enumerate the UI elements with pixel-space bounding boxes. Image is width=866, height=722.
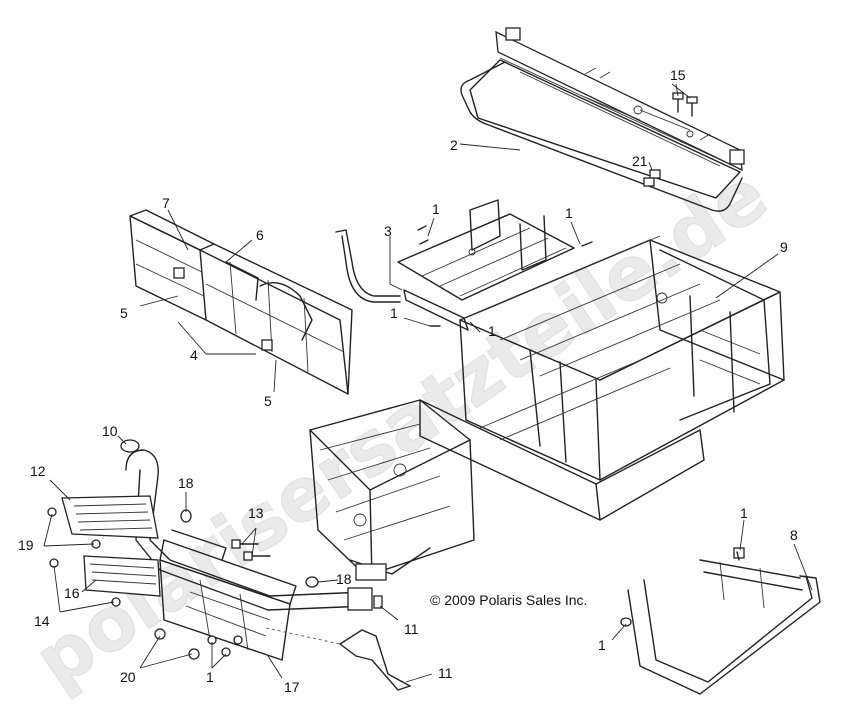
grille-insert-14 (83, 555, 161, 597)
front-subframe (309, 399, 475, 581)
front-bulkhead (129, 209, 353, 395)
callout-5-b: 5 (264, 393, 272, 409)
copyright-text: © 2009 Polaris Sales Inc. (430, 592, 587, 608)
callout-15: 15 (670, 67, 686, 83)
callout-1-g: 1 (598, 637, 606, 653)
callout-7: 7 (162, 195, 170, 211)
bolt-15 (672, 92, 698, 117)
callout-3: 3 (384, 223, 392, 239)
nut-21 (643, 169, 661, 187)
callout-14: 16 (64, 585, 80, 601)
seat-base-frame (335, 199, 575, 331)
callout-18-b: 18 (336, 571, 352, 587)
callout-1-e: 1 (206, 669, 214, 685)
callout-8: 8 (790, 527, 798, 543)
cargo-box-frame (460, 27, 745, 212)
fastener-group (47, 225, 740, 660)
callout-1-b: 1 (565, 205, 573, 221)
leader-lines (43, 83, 813, 683)
callout-18-a: 18 (178, 475, 194, 491)
callout-5-a: 5 (120, 305, 128, 321)
watermark-text: polarisersatzteile.de (20, 152, 783, 705)
callout-2: 2 (450, 137, 458, 153)
callout-6: 6 (256, 227, 264, 243)
callout-13: 14 (34, 613, 50, 629)
skid-plate (265, 627, 411, 691)
main-chassis-frame (419, 235, 785, 521)
callout-19: 19 (18, 537, 34, 553)
callout-16: 11 (438, 665, 453, 681)
callout-21: 21 (632, 153, 648, 169)
callout-11-a: 10 (102, 423, 118, 439)
callout-10: 13 (248, 505, 264, 521)
callout-11-b: 11 (404, 621, 419, 637)
callout-1-d: 1 (488, 323, 496, 339)
callout-1-a: 1 (432, 201, 440, 217)
callout-4: 4 (190, 347, 198, 363)
callout-17: 17 (284, 679, 300, 695)
callout-1-f: 1 (740, 505, 748, 521)
callout-20: 20 (120, 669, 136, 685)
callout-1-c: 1 (390, 305, 398, 321)
grille-insert-12 (61, 495, 159, 539)
callout-labels: 15 2 21 1 1 3 7 6 9 5 1 1 4 5 10 12 18 1… (18, 67, 798, 695)
callout-12: 12 (30, 463, 46, 479)
callout-9: 9 (780, 239, 788, 255)
rear-bumper (627, 547, 821, 695)
